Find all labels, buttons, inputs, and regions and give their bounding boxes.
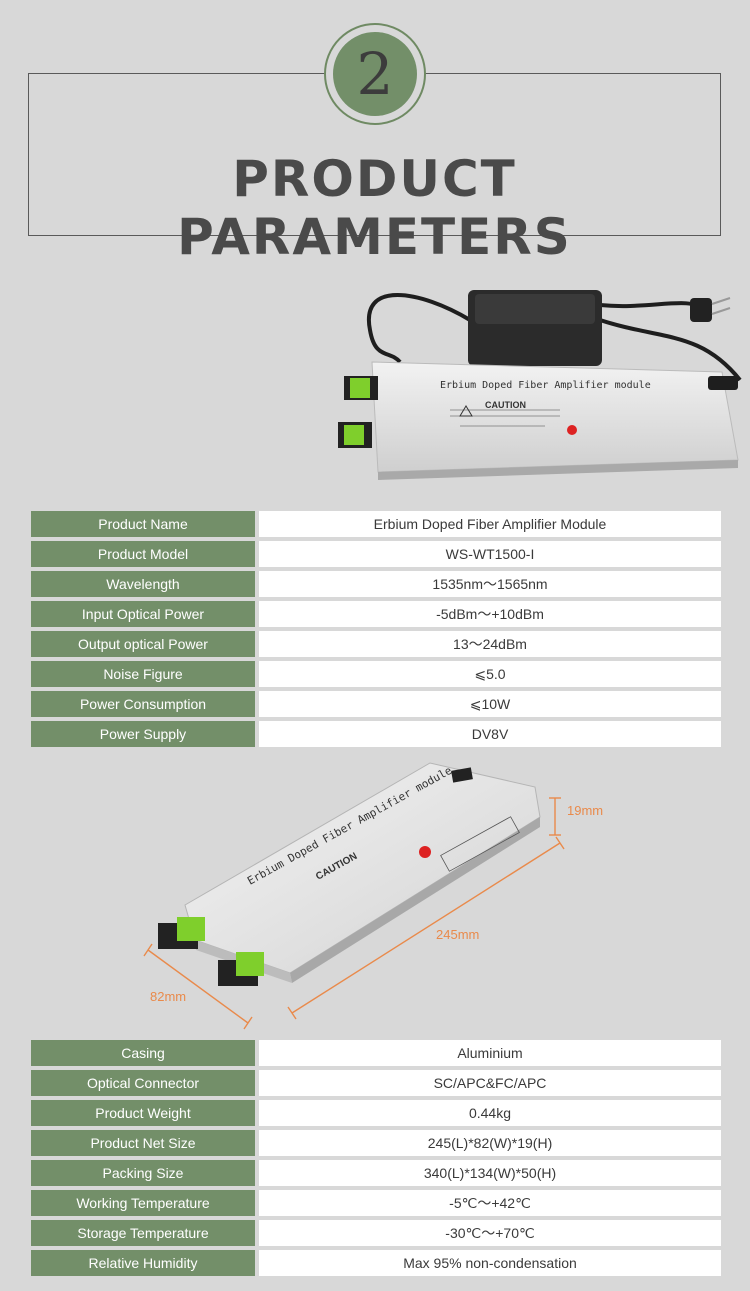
spec-label: Product Weight bbox=[31, 1100, 255, 1126]
spec-label: Wavelength bbox=[31, 571, 255, 597]
spec-value: ⩽5.0 bbox=[255, 661, 721, 687]
dimension-length-label: 245mm bbox=[436, 927, 479, 942]
spec-value: DV8V bbox=[255, 721, 721, 747]
dimension-lines bbox=[143, 797, 565, 1030]
spec-value: 13～24dBm bbox=[255, 631, 721, 657]
table-row: Noise Figure⩽5.0 bbox=[31, 661, 721, 687]
spec-label: Power Consumption bbox=[31, 691, 255, 717]
spec-label: Input Optical Power bbox=[31, 601, 255, 627]
spec-value: SC/APC&FC/APC bbox=[255, 1070, 721, 1096]
amplifier-module bbox=[184, 762, 541, 974]
spec-value: Max 95% non-condensation bbox=[255, 1250, 721, 1276]
table-row: Storage Temperature-30℃～+70℃ bbox=[31, 1220, 721, 1246]
spec-value: -30℃～+70℃ bbox=[255, 1220, 721, 1246]
spec-label: Product Model bbox=[31, 541, 255, 567]
laser-warning-icon bbox=[419, 846, 431, 858]
amplifier-module bbox=[371, 361, 739, 473]
dimension-width-label: 82mm bbox=[150, 989, 186, 1004]
spec-value: Aluminium bbox=[255, 1040, 721, 1066]
module-label-title: Erbium Doped Fiber Amplifier module bbox=[440, 380, 651, 391]
spec-label: Storage Temperature bbox=[31, 1220, 255, 1246]
spec-value: 245(L)*82(W)*19(H) bbox=[255, 1130, 721, 1156]
page-title: PRODUCT PARAMETERS bbox=[177, 150, 572, 266]
dimension-height-label: 19mm bbox=[567, 803, 603, 818]
spec-value: -5dBm～+10dBm bbox=[255, 601, 721, 627]
spec-value: WS-WT1500-I bbox=[255, 541, 721, 567]
spec-label: Product Name bbox=[31, 511, 255, 537]
spec-label: Packing Size bbox=[31, 1160, 255, 1186]
spec-label: Optical Connector bbox=[31, 1070, 255, 1096]
table-row: Power Consumption⩽10W bbox=[31, 691, 721, 717]
spec-label: Noise Figure bbox=[31, 661, 255, 687]
spec-value: 1535nm～1565nm bbox=[255, 571, 721, 597]
table-row: Working Temperature-5℃～+42℃ bbox=[31, 1190, 721, 1216]
section-badge: 2 bbox=[324, 23, 426, 125]
table-row: Input Optical Power-5dBm～+10dBm bbox=[31, 601, 721, 627]
laser-warning-icon bbox=[567, 425, 577, 435]
module-caution-text: CAUTION bbox=[485, 400, 526, 410]
warning-icon bbox=[459, 405, 473, 417]
spec-value: Erbium Doped Fiber Amplifier Module bbox=[255, 511, 721, 537]
spec-value: 0.44kg bbox=[255, 1100, 721, 1126]
spec-label: Output optical Power bbox=[31, 631, 255, 657]
spec-label: Casing bbox=[31, 1040, 255, 1066]
product-dimension-photo: Erbium Doped Fiber Amplifier module CAUT… bbox=[143, 762, 603, 1030]
spec-label: Power Supply bbox=[31, 721, 255, 747]
product-photo-with-adapter: Erbium Doped Fiber Amplifier module CAUT… bbox=[338, 290, 742, 480]
spec-label: Product Net Size bbox=[31, 1130, 255, 1156]
spec-value: -5℃～+42℃ bbox=[255, 1190, 721, 1216]
spec-value: 340(L)*134(W)*50(H) bbox=[255, 1160, 721, 1186]
spec-label: Working Temperature bbox=[31, 1190, 255, 1216]
section-number: 2 bbox=[333, 32, 417, 116]
spec-label: Relative Humidity bbox=[31, 1250, 255, 1276]
spec-value: ⩽10W bbox=[255, 691, 721, 717]
